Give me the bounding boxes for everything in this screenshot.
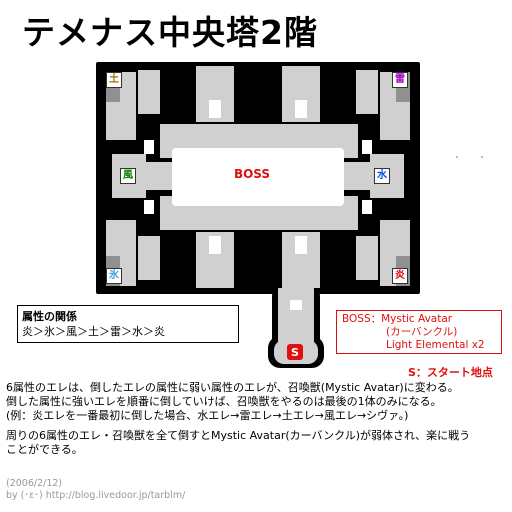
stray-dot xyxy=(481,156,483,158)
start-marker: S xyxy=(287,344,303,360)
footer-date: (2006/2/12) xyxy=(6,478,63,489)
element-marker-water: 水 xyxy=(374,168,390,184)
boss-info-line-3: Light Elemental x2 xyxy=(386,339,485,351)
element-marker-ice: 氷 xyxy=(106,268,122,284)
boss-info-line-1: BOSS：Mystic Avatar xyxy=(342,313,453,325)
description-line: 6属性のエレは、倒したエレの属性に弱い属性のエレが、召喚獣(Mystic Ava… xyxy=(6,381,459,394)
central-hall xyxy=(172,148,344,206)
stray-dot xyxy=(456,156,458,158)
relations-chain: 炎＞氷＞風＞土＞雷＞水＞炎 xyxy=(22,325,165,338)
description-line: 周りの6属性のエレ・召喚獣を全て倒すとMystic Avatar(カーバンクル)… xyxy=(6,429,471,442)
map-floor xyxy=(106,66,410,364)
boss-info-line-2: (カーバンクル) xyxy=(386,326,458,338)
footer-credit-line: by (･ε･) http://blog.livedoor.jp/tarblm/ xyxy=(6,490,186,501)
element-marker-wind: 風 xyxy=(120,168,136,184)
description-line: (例：炎エレを一番最初に倒した場合、水エレ→雷エレ→土エレ→風エレ→シヴァ。) xyxy=(6,409,409,422)
description-line: ことができる。 xyxy=(6,443,83,456)
footer-credit: (2006/2/12) by (･ε･) http://blog.livedoo… xyxy=(6,478,185,502)
boss-info-box: BOSS：Mystic Avatar (カーバンクル) Light Elemen… xyxy=(336,310,502,354)
strategy-description: 6属性のエレは、倒したエレの属性に弱い属性のエレが、召喚獣(Mystic Ava… xyxy=(6,381,506,457)
relations-heading: 属性の関係 xyxy=(22,310,77,323)
element-marker-earth: 土 xyxy=(106,72,122,88)
element-marker-fire: 炎 xyxy=(392,268,408,284)
light-steps xyxy=(144,100,372,310)
element-relations-box: 属性の関係 炎＞氷＞風＞土＞雷＞水＞炎 xyxy=(17,305,239,343)
start-legend: S：スタート地点 xyxy=(408,366,493,379)
boss-marker: BOSS xyxy=(233,167,271,181)
description-line: 倒した属性に強いエレを順番に倒していけば、召喚獣をやるのは最後の1体のみになる。 xyxy=(6,395,442,408)
element-marker-thunder: 雷 xyxy=(392,72,408,88)
map-title: テメナス中央塔2階 xyxy=(22,13,318,52)
